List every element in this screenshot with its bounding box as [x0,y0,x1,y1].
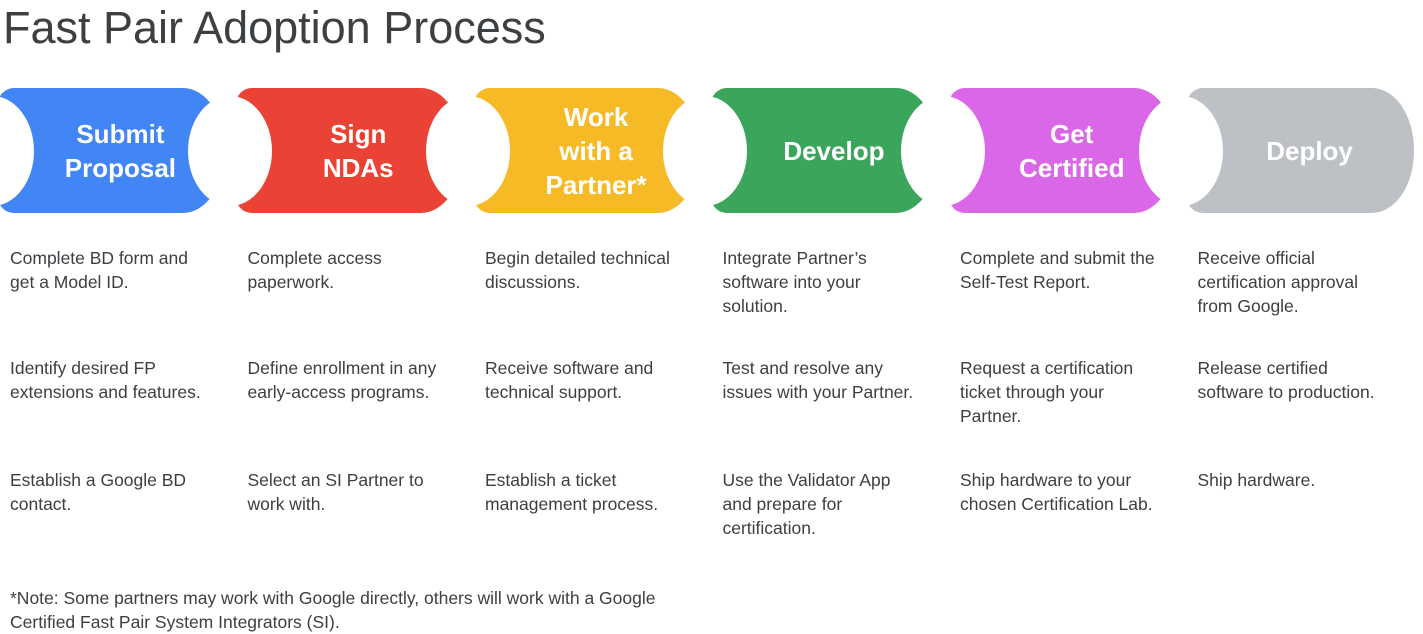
detail-get-certified-3: Ship hardware to your chosen Certificati… [960,470,1153,514]
detail-submit-proposal-3: Establish a Google BD contact. [10,470,187,514]
detail-get-certified-2: Request a certification ticket through y… [960,358,1134,426]
detail-develop-3: Use the Validator App and prepare for ce… [722,470,891,538]
detail-deploy-1: Receive official certification approval … [1197,248,1359,316]
step-details-grid: Complete BD form and get a Model ID. Com… [0,246,1423,540]
detail-deploy-3: Ship hardware. [1197,470,1316,490]
detail-sign-ndas-3: Select an SI Partner to work with. [247,470,424,514]
detail-submit-proposal-1: Complete BD form and get a Model ID. [10,248,188,292]
detail-work-with-partner-1: Begin detailed technical discussions. [485,248,670,292]
step-sign-ndas: Sign NDAs [187,88,463,213]
detail-submit-proposal-2: Identify desired FP extensions and featu… [10,358,201,402]
detail-sign-ndas-2: Define enrollment in any early-access pr… [247,358,437,402]
step-deploy: Deploy [1139,88,1414,213]
step-work-with-partner: Work with a Partner* [425,88,701,213]
detail-work-with-partner-2: Receive software and technical support. [485,358,654,402]
step-get-certified: Get Certified [901,88,1177,213]
step-notch-cutout [1139,95,1224,206]
step-notch-cutout [425,95,510,206]
detail-get-certified-1: Complete and submit the Self-Test Report… [960,248,1155,292]
step-label: Develop [783,135,885,166]
step-notch-cutout [901,95,986,206]
step-notch-cutout [663,95,748,206]
page-title: Fast Pair Adoption Process [3,2,546,53]
detail-develop-1: Integrate Partner’s software into your s… [722,248,867,316]
detail-develop-2: Test and resolve any issues with your Pa… [722,358,914,402]
footnote: *Note: Some partners may work with Googl… [10,588,656,632]
detail-deploy-2: Release certified software to production… [1197,358,1375,402]
detail-sign-ndas-1: Complete access paperwork. [247,248,382,292]
step-label: Get Certified [1018,118,1125,183]
step-label: Deploy [1266,135,1353,166]
step-submit-proposal: Submit Proposal [0,88,225,213]
step-notch-cutout [187,95,272,206]
step-label: Work with a Partner* [545,101,647,200]
step-label: Sign NDAs [322,118,394,183]
detail-work-with-partner-3: Establish a ticket management process. [485,470,659,514]
process-steps-strip: Submit Proposal Sign NDAs Work with a Pa… [0,88,1414,213]
step-develop: Develop [663,88,939,213]
step-label: Submit Proposal [64,118,177,183]
